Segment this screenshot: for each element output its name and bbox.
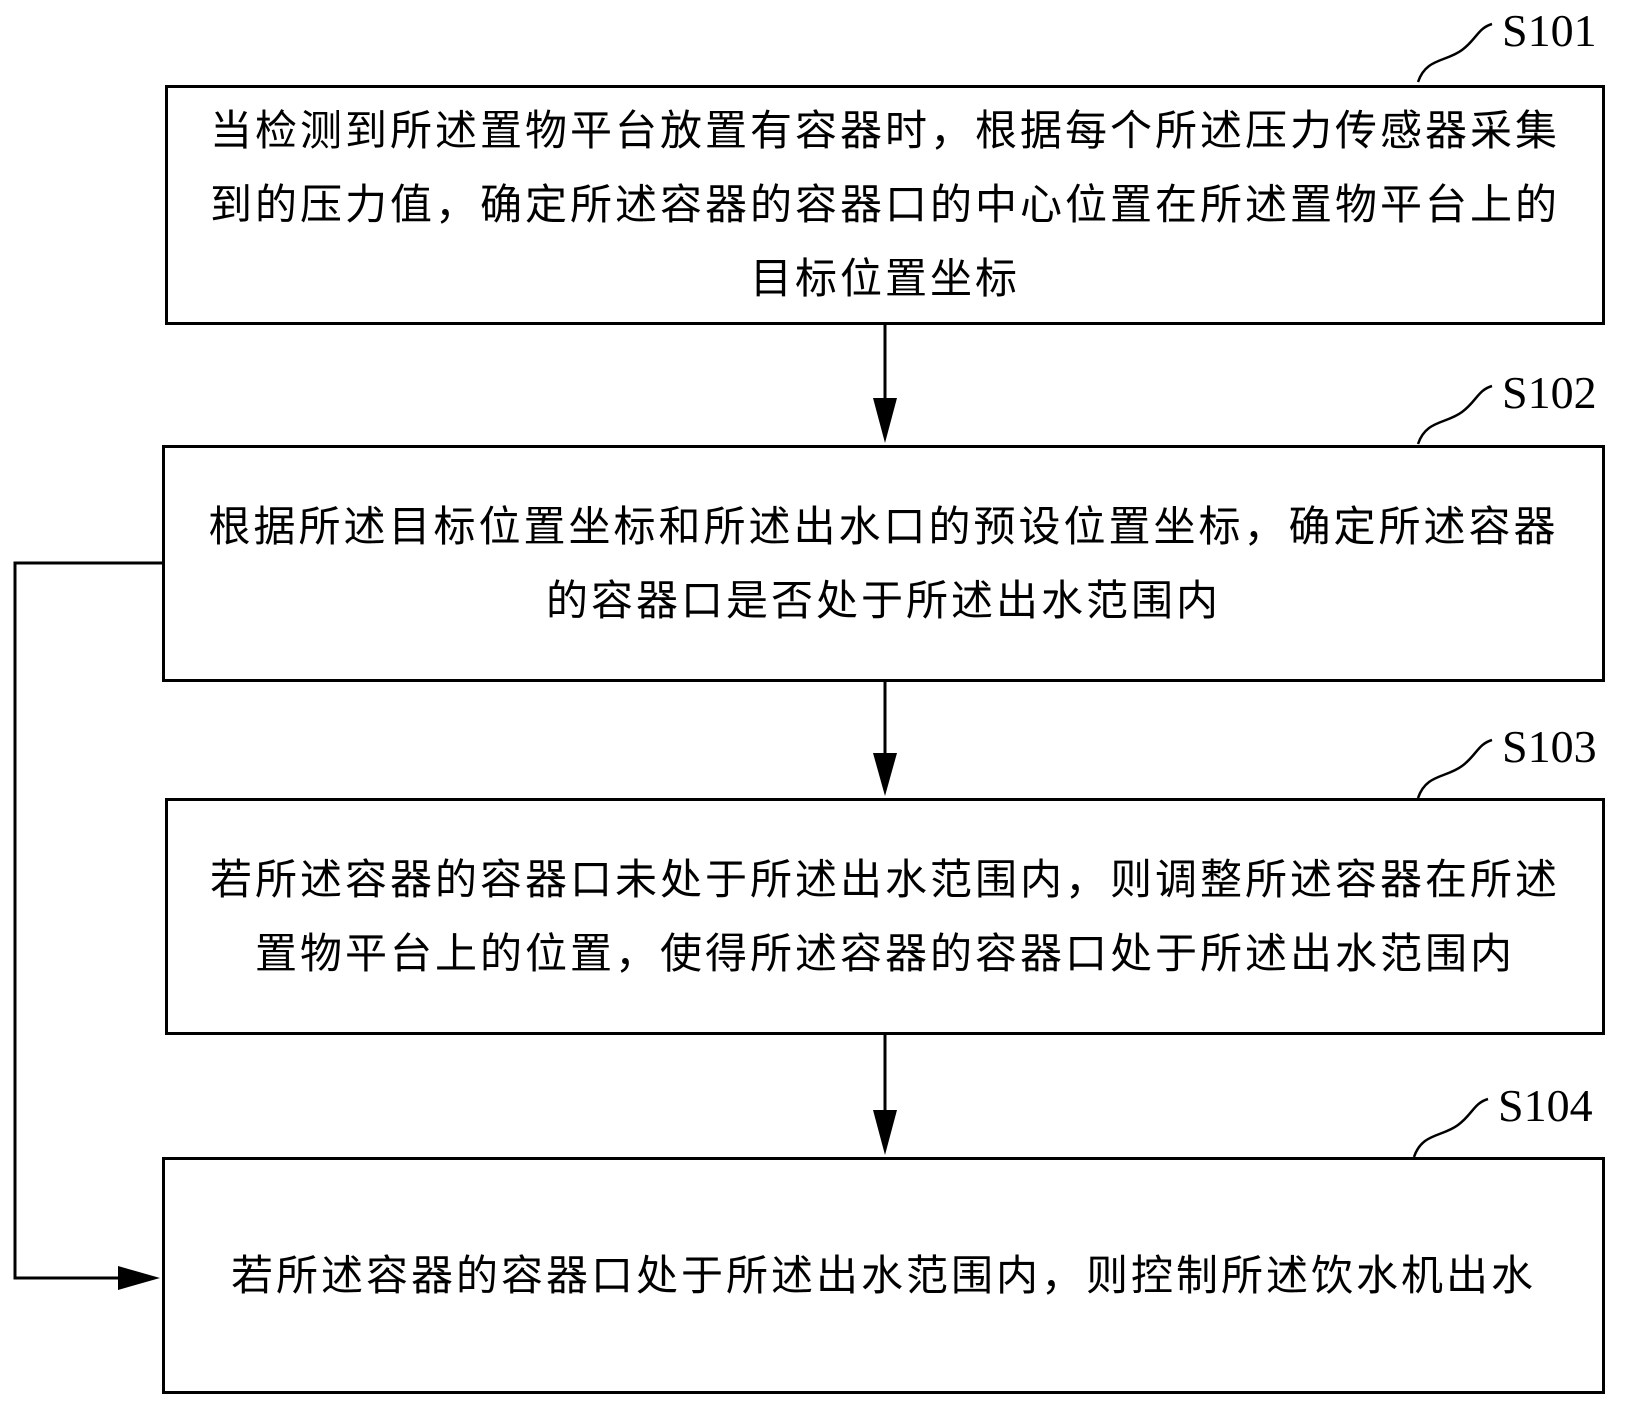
step-label-s101: S101 — [1502, 5, 1597, 56]
step-text-s104: 若所述容器的容器口处于所述出水范围内，则控制所述饮水机出水 — [230, 1250, 1536, 1300]
step-label-s104: S104 — [1498, 1080, 1593, 1131]
step-box-s101: 当检测到所述置物平台放置有容器时，根据每个所述压力传感器采集到的压力值，确定所述… — [165, 85, 1605, 325]
step-label-s103: S103 — [1502, 721, 1597, 772]
step-text-s102: 根据所述目标位置坐标和所述出水口的预设位置坐标，确定所述容器的容器口是否处于所述… — [208, 501, 1559, 625]
label-leader-s102 — [1416, 384, 1493, 445]
label-leader-s101 — [1416, 22, 1493, 83]
step-text-s101: 当检测到所述置物平台放置有容器时，根据每个所述压力传感器采集到的压力值，确定所述… — [209, 106, 1560, 303]
label-leader-s104 — [1412, 1097, 1489, 1158]
arrow-s102-to-s103 — [873, 682, 897, 796]
arrow-s103-to-s104 — [873, 1035, 897, 1155]
step-text-s103: 若所述容器的容器口未处于所述出水范围内，则调整所述容器在所述置物平台上的位置，使… — [209, 854, 1560, 978]
label-leader-s103 — [1416, 738, 1493, 799]
arrow-s101-to-s102 — [873, 325, 897, 443]
step-label-s102: S102 — [1502, 367, 1597, 418]
step-box-s104: 若所述容器的容器口处于所述出水范围内，则控制所述饮水机出水 — [162, 1157, 1605, 1394]
step-box-s103: 若所述容器的容器口未处于所述出水范围内，则调整所述容器在所述置物平台上的位置，使… — [165, 798, 1605, 1035]
arrow-s102-to-s104-bypass — [13, 561, 162, 1290]
step-box-s102: 根据所述目标位置坐标和所述出水口的预设位置坐标，确定所述容器的容器口是否处于所述… — [162, 445, 1605, 682]
